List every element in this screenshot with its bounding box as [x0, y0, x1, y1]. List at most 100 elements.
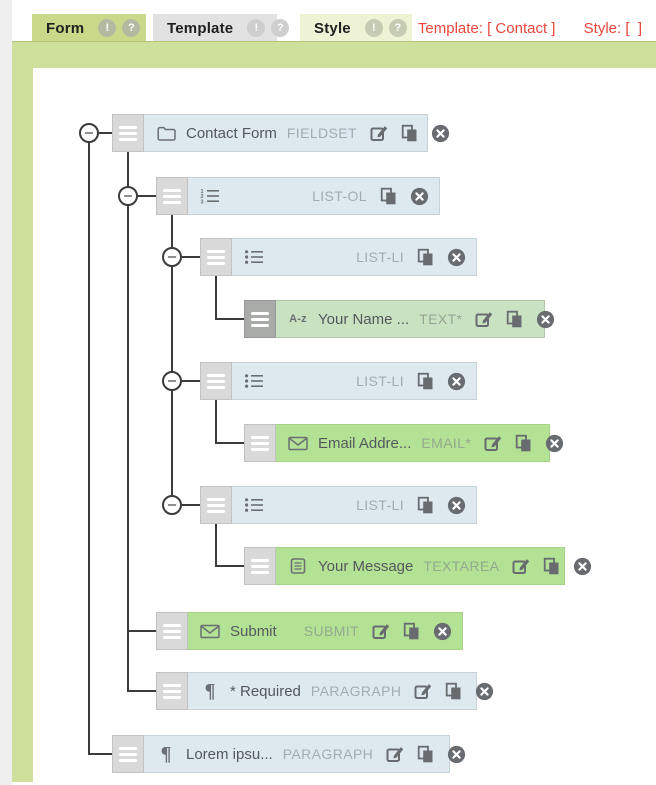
row-label: Contact Form [186, 124, 277, 142]
delete-button[interactable] [536, 310, 555, 329]
drag-handle-bar [207, 373, 225, 377]
tab-template-label: Template [167, 19, 234, 37]
drag-handle[interactable] [112, 735, 144, 773]
drag-handle-bar [207, 385, 225, 389]
drag-handle-bar [251, 570, 269, 574]
drag-handle[interactable] [244, 547, 276, 585]
tree-connector-line [89, 753, 113, 755]
duplicate-button[interactable] [515, 434, 532, 452]
row-type-label: EMAIL* [421, 435, 472, 451]
tree-connector-line [88, 143, 90, 755]
collapse-toggle[interactable] [162, 247, 182, 267]
drag-handle[interactable] [156, 672, 188, 710]
edit-button[interactable] [512, 557, 530, 575]
duplicate-button[interactable] [380, 187, 397, 205]
drag-handle-bar [207, 379, 225, 383]
help-badge-icon[interactable]: ? [122, 19, 141, 37]
duplicate-button[interactable] [417, 496, 434, 514]
alert-badge-icon[interactable]: ! [98, 19, 117, 37]
edit-button[interactable] [386, 745, 404, 763]
row-type-label: TEXT* [419, 311, 463, 327]
duplicate-button[interactable] [417, 372, 434, 390]
drag-handle-bar [163, 200, 181, 204]
text-icon: A-z [289, 313, 307, 325]
collapse-toggle[interactable] [79, 123, 99, 143]
duplicate-button[interactable] [417, 745, 434, 763]
delete-button[interactable] [431, 124, 450, 143]
collapse-toggle[interactable] [162, 371, 182, 391]
drag-handle-bar [163, 695, 181, 699]
drag-handle[interactable] [200, 486, 232, 524]
delete-button[interactable] [410, 187, 429, 206]
panel-top-border [12, 42, 656, 68]
edit-button[interactable] [475, 310, 493, 328]
drag-handle[interactable] [200, 238, 232, 276]
drag-handle[interactable] [244, 424, 276, 462]
drag-handle-bar [163, 188, 181, 192]
tree-row-list-li-3: LIST-LI [200, 486, 477, 524]
tab-form[interactable]: Form ! ? [32, 14, 146, 42]
duplicate-button[interactable] [445, 682, 462, 700]
drag-handle-bar [207, 249, 225, 253]
delete-button[interactable] [447, 248, 466, 267]
collapse-toggle[interactable] [162, 495, 182, 515]
drag-handle-bar [207, 497, 225, 501]
row-label: Your Name ... [318, 310, 410, 328]
tree-connector-line [182, 504, 201, 506]
edit-button[interactable] [484, 434, 502, 452]
tree-connector-line [127, 151, 129, 692]
delete-button[interactable] [475, 682, 494, 701]
drag-handle-bar [119, 137, 137, 141]
tab-form-label: Form [46, 19, 85, 37]
row-type-label: LIST-LI [356, 497, 404, 513]
duplicate-button[interactable] [417, 248, 434, 266]
help-badge-icon[interactable]: ? [388, 19, 407, 37]
tab-bar: Form ! ? Template ! ? Style ! ? [32, 14, 412, 42]
alert-badge-icon[interactable]: ! [364, 19, 383, 37]
duplicate-button[interactable] [403, 622, 420, 640]
delete-button[interactable] [545, 434, 564, 453]
help-badge-icon[interactable]: ? [271, 19, 290, 37]
duplicate-button[interactable] [506, 310, 523, 328]
tab-template[interactable]: Template ! ? [153, 14, 290, 42]
drag-handle[interactable] [156, 177, 188, 215]
drag-handle[interactable] [112, 114, 144, 152]
tree-connector-line [99, 132, 113, 134]
row-bar: ¶Lorem ipsu...PARAGRAPH [144, 735, 466, 773]
row-bar: A-z Your Name ... TEXT* [276, 300, 555, 338]
delete-button[interactable] [447, 372, 466, 391]
drag-handle[interactable] [156, 612, 188, 650]
drag-handle[interactable] [244, 300, 276, 338]
edit-button[interactable] [372, 622, 390, 640]
collapse-toggle[interactable] [118, 186, 138, 206]
tree-connector-line [182, 256, 201, 258]
drag-handle-bar [119, 746, 137, 750]
edit-button[interactable] [370, 124, 388, 142]
duplicate-button[interactable] [543, 557, 560, 575]
tree-connector-line [215, 400, 217, 444]
duplicate-button[interactable] [401, 124, 418, 142]
delete-button[interactable] [573, 557, 592, 576]
delete-button[interactable] [447, 496, 466, 515]
drag-handle-bar [119, 758, 137, 762]
drag-handle[interactable] [200, 362, 232, 400]
drag-handle-bar [163, 689, 181, 693]
tree-connector-line [128, 630, 157, 632]
delete-button[interactable] [433, 622, 452, 641]
row-type-label: PARAGRAPH [282, 746, 374, 762]
edit-button[interactable] [414, 682, 432, 700]
delete-button[interactable] [447, 745, 466, 764]
tab-style[interactable]: Style ! ? [300, 14, 412, 42]
tab-style-label: Style [314, 19, 351, 37]
tree-connector-line [171, 214, 173, 506]
drag-handle-bar [163, 635, 181, 639]
tree-row-list-li-1: LIST-LI [200, 238, 477, 276]
tree-connector-line [182, 380, 201, 382]
row-bar: LIST-LI [232, 362, 477, 400]
alert-badge-icon[interactable]: ! [247, 19, 266, 37]
